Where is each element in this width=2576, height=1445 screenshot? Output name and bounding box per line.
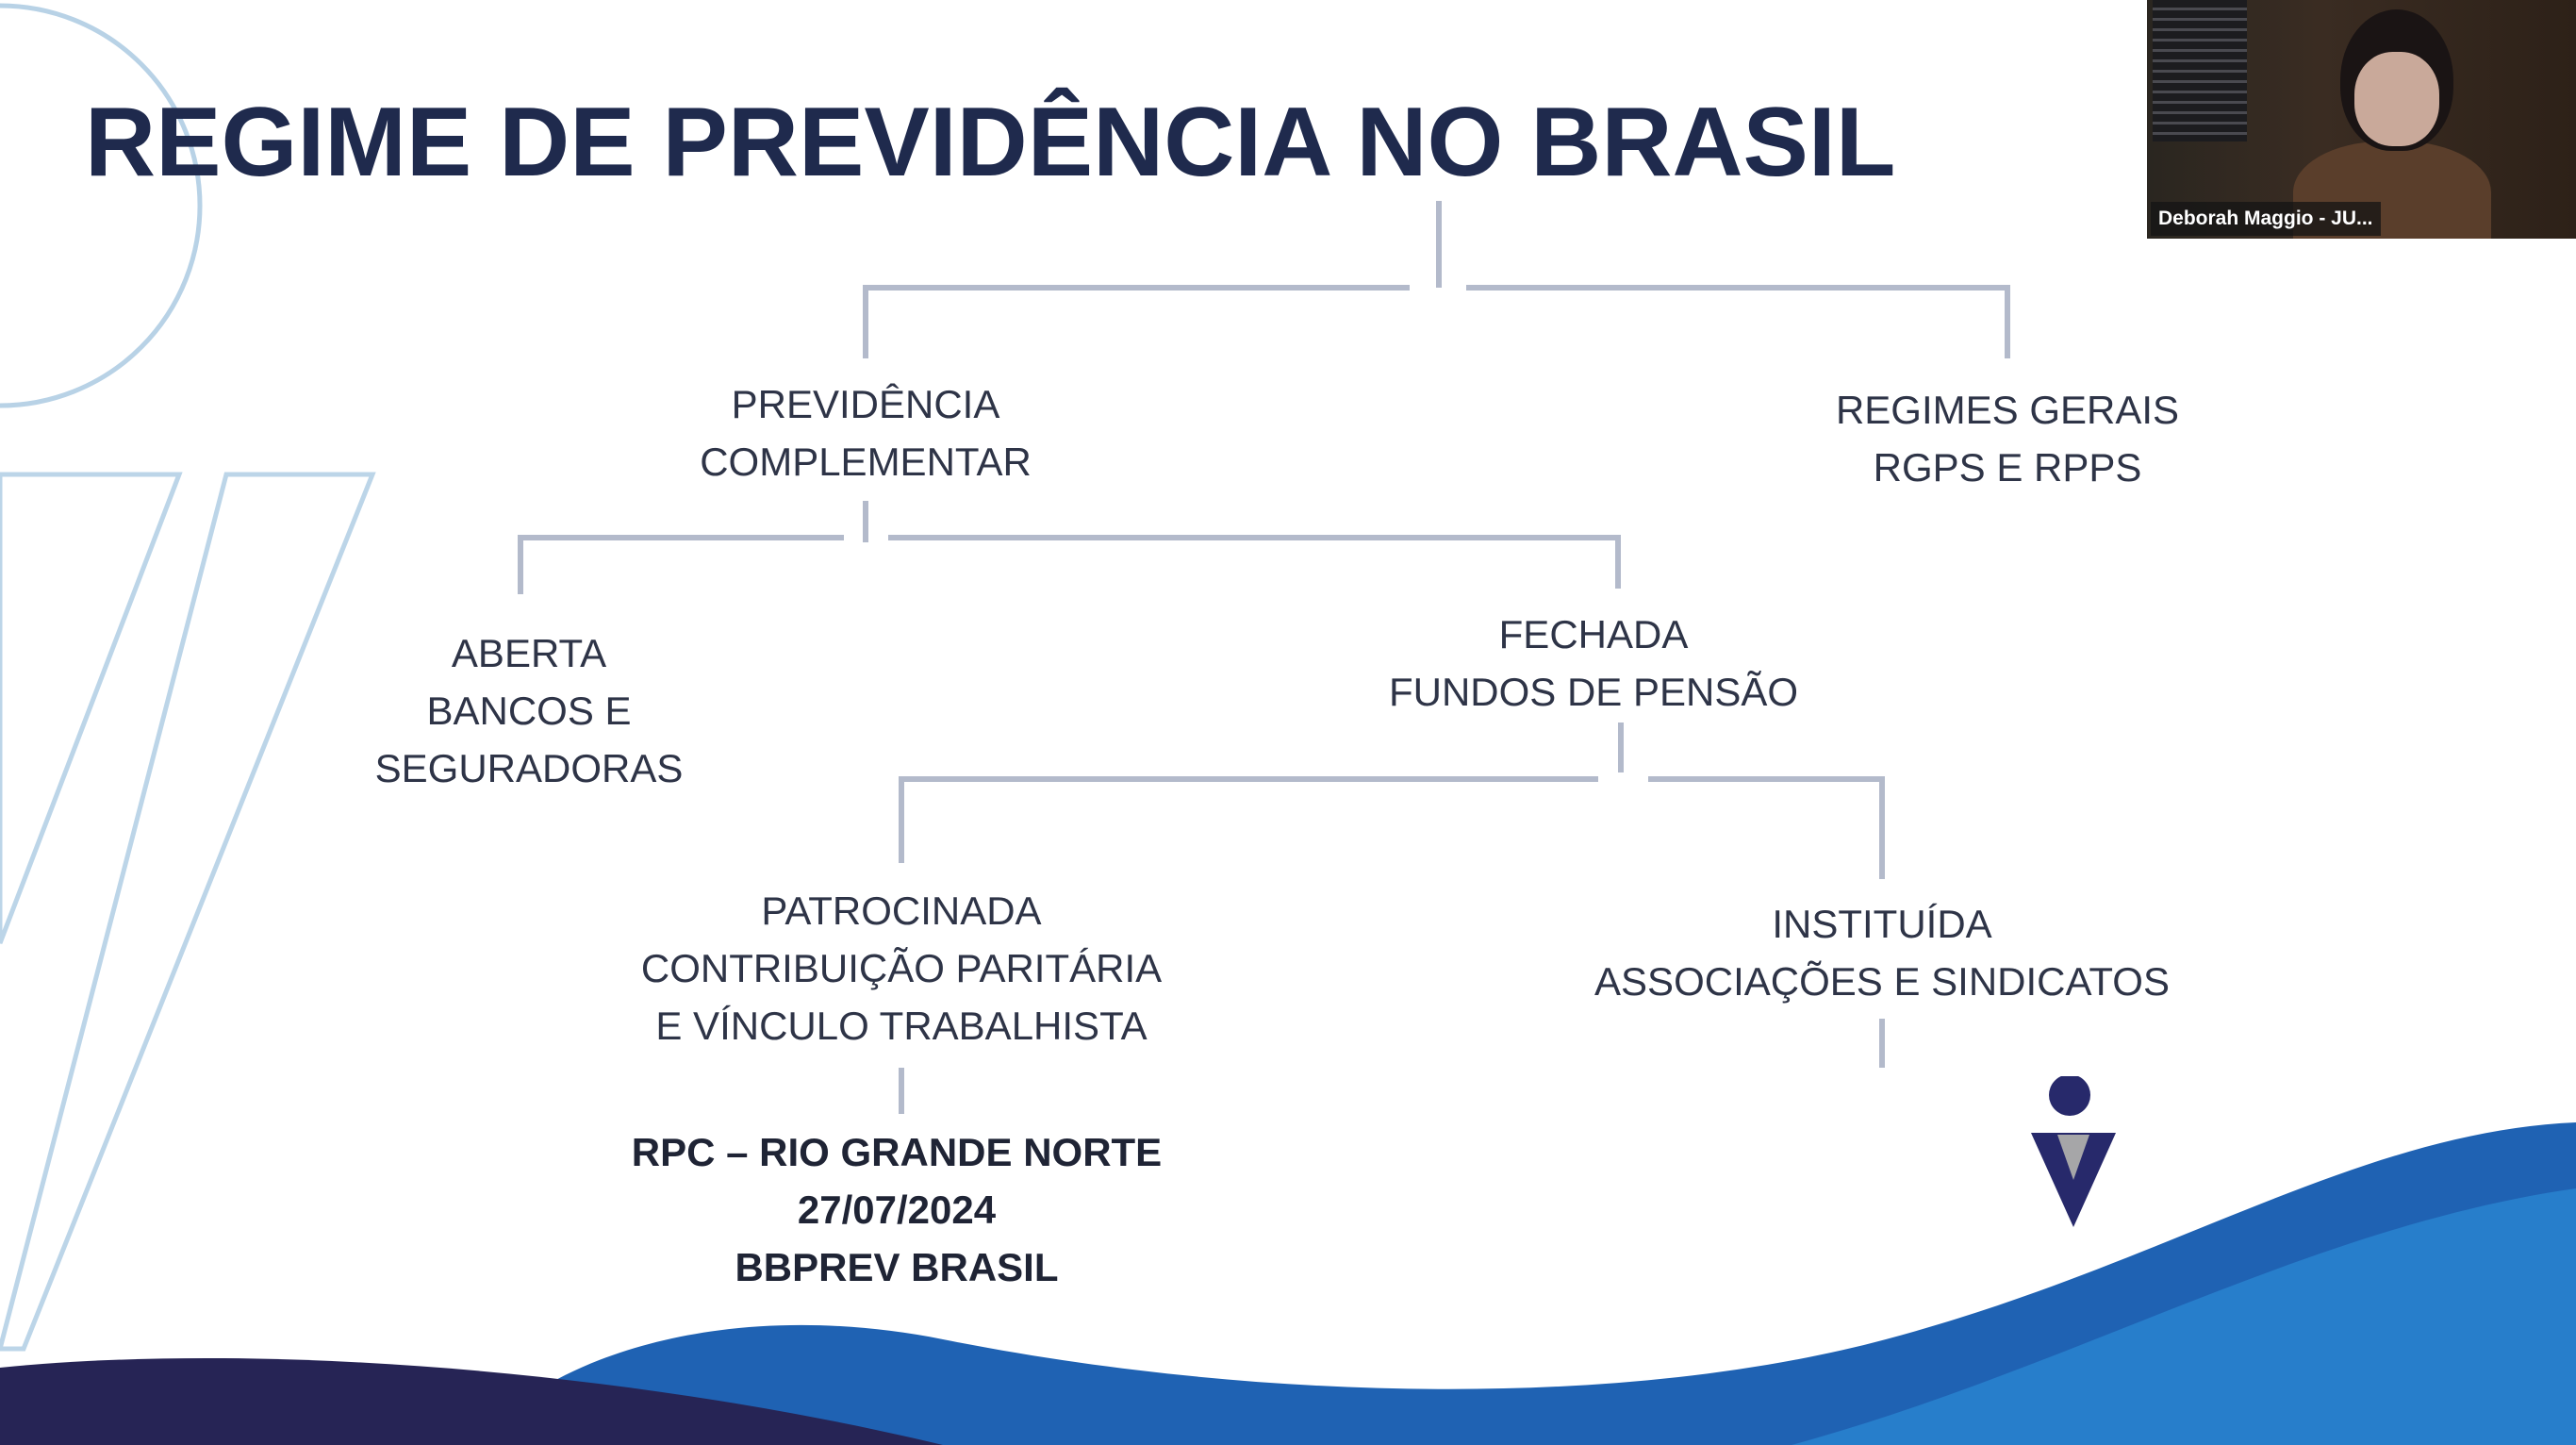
node-line: ABERTA xyxy=(451,631,607,675)
slide-title: REGIME DE PREVIDÊNCIA NO BRASIL xyxy=(85,88,1896,197)
webcam-tile[interactable]: Deborah Maggio - JU... xyxy=(2147,0,2576,239)
window-blinds xyxy=(2153,0,2247,141)
decorative-circle xyxy=(0,3,203,408)
connector-lines xyxy=(518,201,2010,1114)
node-line: INSTITUÍDA xyxy=(1772,902,1992,946)
jusprev-logo xyxy=(2031,1076,2116,1227)
node-line: REGIMES GERAIS xyxy=(1835,388,2180,432)
node-line: E VÍNCULO TRABALHISTA xyxy=(655,1004,1148,1048)
bottom-wave-dark xyxy=(0,1357,943,1445)
node-line: SEGURADORAS xyxy=(374,746,684,790)
node-line: PATROCINADA xyxy=(761,889,1042,933)
node-line: CONTRIBUIÇÃO PARITÁRIA xyxy=(640,946,1163,990)
node-previdencia-complementar: PREVIDÊNCIA COMPLEMENTAR xyxy=(700,375,1032,490)
node-line: BBPREV BRASIL xyxy=(735,1245,1059,1289)
node-line: FUNDOS DE PENSÃO xyxy=(1388,670,1799,714)
node-line: ASSOCIAÇÕES E SINDICATOS xyxy=(1594,959,2170,1004)
node-rpc: RPC – RIO GRANDE NORTE 27/07/2024 BBPREV… xyxy=(632,1123,1162,1296)
participant-face xyxy=(2354,52,2439,146)
node-line: BANCOS E xyxy=(426,689,632,733)
bottom-wave-light xyxy=(1792,1188,2576,1445)
node-patrocinada: PATROCINADA CONTRIBUIÇÃO PARITÁRIA E VÍN… xyxy=(641,882,1162,1055)
node-line: RPC – RIO GRANDE NORTE xyxy=(631,1130,1163,1174)
node-line: RGPS E RPPS xyxy=(1873,445,2142,490)
node-line: 27/07/2024 xyxy=(797,1188,997,1232)
node-regimes-gerais: REGIMES GERAIS RGPS E RPPS xyxy=(1836,381,2179,496)
decorative-slash xyxy=(0,472,183,944)
node-fechada: FECHADA FUNDOS DE PENSÃO xyxy=(1389,606,1798,721)
node-instituida: INSTITUÍDA ASSOCIAÇÕES E SINDICATOS xyxy=(1594,895,2170,1010)
node-line: COMPLEMENTAR xyxy=(700,440,1032,484)
node-line: FECHADA xyxy=(1498,612,1689,656)
participant-name: Deborah Maggio - JU... xyxy=(2151,202,2381,236)
decorative-slash xyxy=(0,472,376,1352)
node-aberta: ABERTA BANCOS E SEGURADORAS xyxy=(375,624,684,797)
node-line: PREVIDÊNCIA xyxy=(731,382,1000,426)
